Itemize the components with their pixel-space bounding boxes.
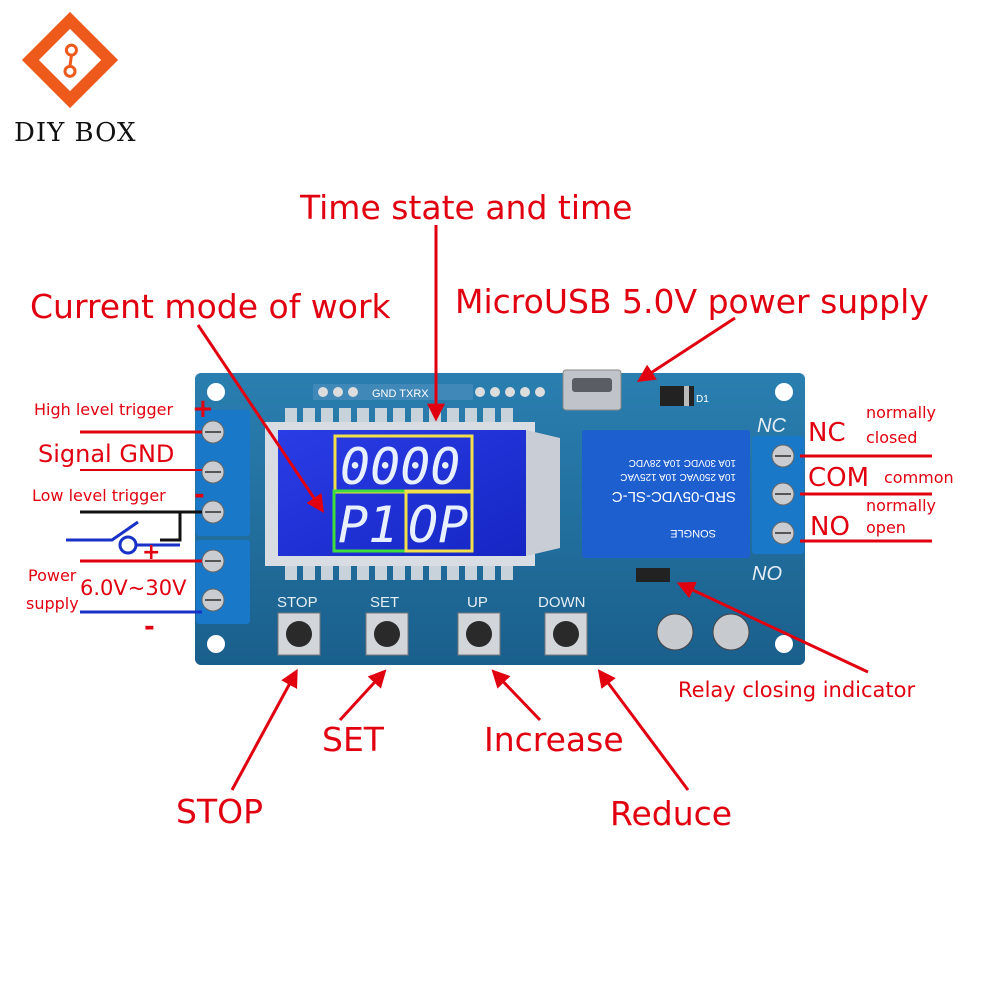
label-power: Power [28, 566, 77, 585]
lcd-tab [526, 430, 560, 556]
arrow-microusb [636, 316, 736, 382]
state-highlight-box [404, 489, 474, 553]
diy-box-logo [21, 11, 119, 109]
arrow-reduce [597, 669, 690, 791]
label-plus-top: + [192, 394, 214, 424]
lcd-time-digits: 0000 [340, 438, 460, 496]
left-terminal-bottom [196, 540, 250, 624]
terminal-screws-bottom [201, 549, 225, 612]
relay-brand: SONGLE [670, 527, 716, 539]
silk-btn-stop: STOP [277, 594, 318, 611]
mount-hole [207, 635, 225, 653]
silk-btn-up: UP [467, 594, 488, 611]
brand-name: DIY BOX [14, 118, 137, 148]
label-supply: supply [26, 594, 79, 613]
label-voltage: 6.0V~30V [80, 576, 187, 600]
mount-hole [207, 383, 225, 401]
wire-switch [66, 520, 139, 542]
silk-nc: NC [757, 415, 786, 437]
arrow-set [338, 669, 387, 722]
label-time-state: Time state and time [300, 188, 633, 227]
label-plus-switch: + [142, 540, 161, 565]
capacitor [656, 613, 694, 651]
label-com-desc: common [884, 468, 954, 487]
tact-buttons [277, 612, 588, 656]
label-nc-desc-2: closed [866, 428, 918, 447]
diode-label: D1 [696, 394, 709, 405]
label-com: COM [808, 463, 870, 493]
label-no: NO [810, 512, 850, 542]
terminal-screws-right [771, 444, 795, 545]
relay [582, 430, 750, 558]
label-increase: Increase [484, 720, 624, 759]
switch-contact [118, 535, 138, 555]
lcd-mode-digits: P1 [338, 496, 398, 554]
label-minus-mid: - [194, 480, 205, 510]
label-stop: STOP [176, 792, 263, 831]
header-label: GND TXRX [372, 388, 429, 400]
silk-btn-set: SET [370, 594, 399, 611]
wire-switch-gnd [160, 512, 182, 542]
label-minus-bottom: - [144, 612, 155, 642]
lcd-state-digits: OP [408, 496, 468, 554]
label-microusb: MicroUSB 5.0V power supply [455, 282, 929, 321]
label-nc: NC [808, 418, 846, 448]
label-no-desc-1: normally [866, 496, 936, 515]
label-set: SET [322, 720, 384, 759]
arrow-current-mode [196, 324, 325, 513]
mount-hole [775, 383, 793, 401]
label-current-mode: Current mode of work [30, 287, 391, 326]
capacitor [712, 613, 750, 651]
label-no-desc-2: open [866, 518, 906, 537]
arrow-increase [491, 669, 542, 722]
label-signal-gnd: Signal GND [38, 440, 175, 468]
silk-btn-down: DOWN [538, 594, 586, 611]
arrow-relay-indicator [676, 581, 869, 674]
label-relay-indicator: Relay closing indicator [678, 678, 916, 702]
mount-hole [775, 635, 793, 653]
relay-spec-2: 10A 30VDC 10A 28VDC [629, 457, 736, 468]
arrow-stop [230, 668, 298, 791]
label-low-trigger: Low level trigger [32, 486, 166, 505]
relay-led [636, 568, 670, 582]
relay-model: SRD-05VDC-SL-C [612, 488, 736, 505]
label-reduce: Reduce [610, 794, 733, 833]
silk-no: NO [752, 563, 782, 585]
label-nc-desc-1: normally [866, 403, 936, 422]
relay-spec-1: 10A 250VAC 10A 125VAC [620, 471, 736, 482]
terminal-screws-top [201, 420, 225, 524]
label-high-trigger: High level trigger [34, 400, 174, 419]
